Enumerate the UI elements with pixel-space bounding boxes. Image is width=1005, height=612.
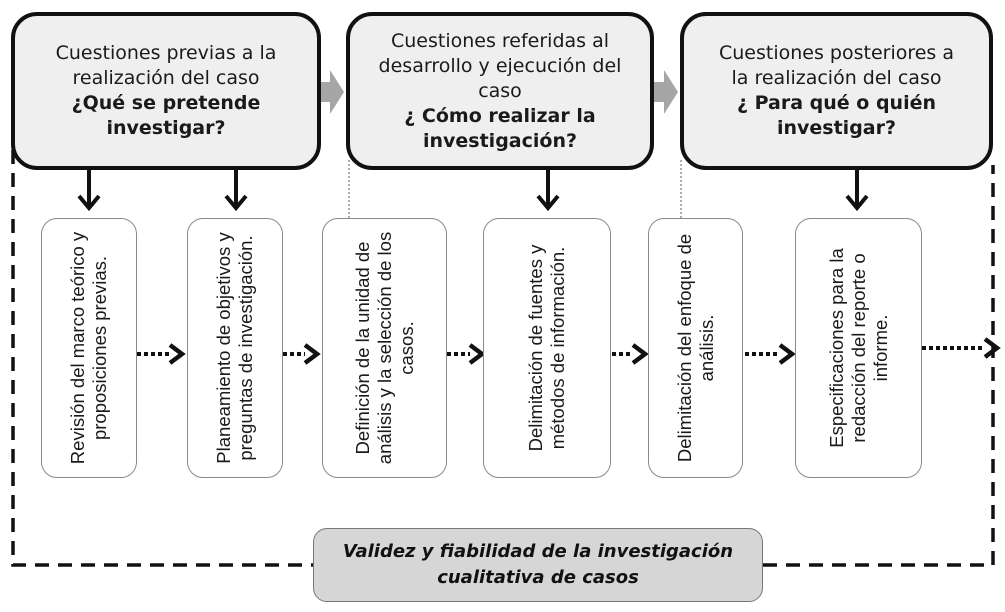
header-question: ¿Qué se pretende investigar? [71, 92, 261, 139]
header-box-subsequent: Cuestiones posteriores a la realización … [680, 12, 993, 170]
header-question: ¿ Cómo realizar la investigación? [404, 104, 596, 152]
dotted-arrow-icon [447, 343, 486, 365]
down-arrow-icon [536, 170, 560, 212]
header-text-line: la realización del caso [731, 67, 942, 89]
block-arrow-1-icon [318, 70, 344, 114]
step-text: Delimitación de fuentes y métodos de inf… [525, 244, 568, 452]
header-box-previous: Cuestiones previas a la realización del … [11, 12, 321, 170]
down-arrow-icon [77, 170, 101, 212]
step-box-analysis-approach: Delimitación del enfoque de análisis. [648, 218, 743, 478]
down-arrow-icon [224, 170, 248, 212]
dotted-arrow-icon [137, 343, 186, 365]
step-box-objectives: Planeamiento de objetivos y preguntas de… [187, 218, 283, 478]
step-text: Definición de la unidad de análisis y la… [351, 231, 417, 465]
header-text-line: desarrollo y ejecución del [378, 54, 622, 77]
header-text-line: Cuestiones previas a la [55, 42, 277, 64]
step-box-sources-methods: Delimitación de fuentes y métodos de inf… [483, 218, 611, 478]
header-text-line: realización del caso [72, 67, 260, 89]
header-box-development: Cuestiones referidas al desarrollo y eje… [346, 12, 654, 170]
step-text: Delimitación del enfoque de análisis. [673, 233, 717, 463]
down-arrow-icon [845, 170, 869, 212]
header-text-line: Cuestiones posteriores a [718, 42, 955, 64]
validity-dashed-frame [11, 150, 995, 567]
header-question: ¿ Para qué o quién investigar? [736, 92, 937, 139]
dotted-arrow-icon [922, 337, 1001, 359]
step-box-theoretical-review: Revisión del marco teórico y proposicion… [41, 218, 137, 478]
step-text: Planeamiento de objetivos y preguntas de… [213, 232, 256, 464]
header-text-line: Cuestiones referidas al [390, 29, 610, 52]
dotted-arrow-icon [745, 343, 796, 365]
validity-reliability-box: Validez y fiabilidad de la investigación… [313, 528, 763, 602]
header-text-line: caso [478, 79, 522, 102]
dotted-arrow-icon [283, 343, 321, 365]
block-arrow-2-icon [652, 70, 678, 114]
dotted-arrow-icon [612, 343, 649, 365]
step-box-unit-of-analysis: Definición de la unidad de análisis y la… [322, 218, 447, 478]
step-box-report-specs: Especificaciones para la redacción del r… [795, 218, 922, 478]
step-text: Especificaciones para la redacción del r… [825, 248, 891, 448]
footer-text: Validez y fiabilidad de la investigación… [342, 541, 734, 588]
step-text: Revisión del marco teórico y proposicion… [67, 231, 110, 465]
